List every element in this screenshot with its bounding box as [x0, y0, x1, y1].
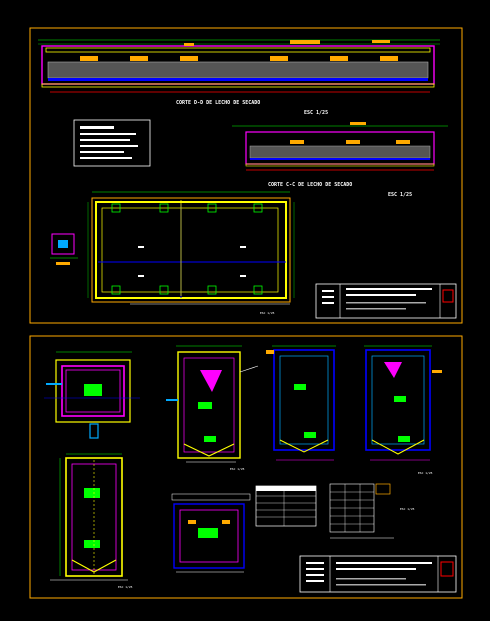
- specs-table: [255, 485, 317, 527]
- scale-3: ESC 1/25: [418, 471, 433, 475]
- sheet-2-frame: [29, 335, 463, 599]
- hopper-section-1: [166, 345, 259, 463]
- section-b-scale: ESC 1/25: [388, 192, 412, 198]
- title-block-1: [315, 283, 457, 319]
- tank-section-2: [364, 345, 442, 461]
- section-d-d: [38, 39, 440, 93]
- chamber-section-tall: [50, 453, 128, 581]
- pipe-detail: [50, 233, 78, 265]
- section-a-scale: ESC 1/25: [304, 110, 328, 116]
- notes-box: [73, 119, 151, 167]
- chamber-plan: [44, 351, 140, 439]
- plan-view: [87, 191, 295, 305]
- chamber-plan-small: [171, 493, 251, 573]
- sheet-1-frame: [29, 27, 463, 324]
- scale-4: ESC 1/25: [400, 507, 415, 511]
- plan-scale: ESC 1/25: [260, 311, 275, 315]
- section-b-title: CORTE C-C DE LECHO DE SECADO: [268, 182, 352, 188]
- section-a-title: CORTE D-D DE LECHO DE SECADO: [176, 100, 260, 106]
- scale-1: ESC 1/25: [118, 585, 133, 589]
- title-block-2: [299, 555, 457, 593]
- section-c-c: [232, 122, 448, 171]
- rebar-schedule: [329, 483, 394, 539]
- scale-2: ESC 1/25: [230, 467, 245, 471]
- tank-section-1: [266, 345, 336, 461]
